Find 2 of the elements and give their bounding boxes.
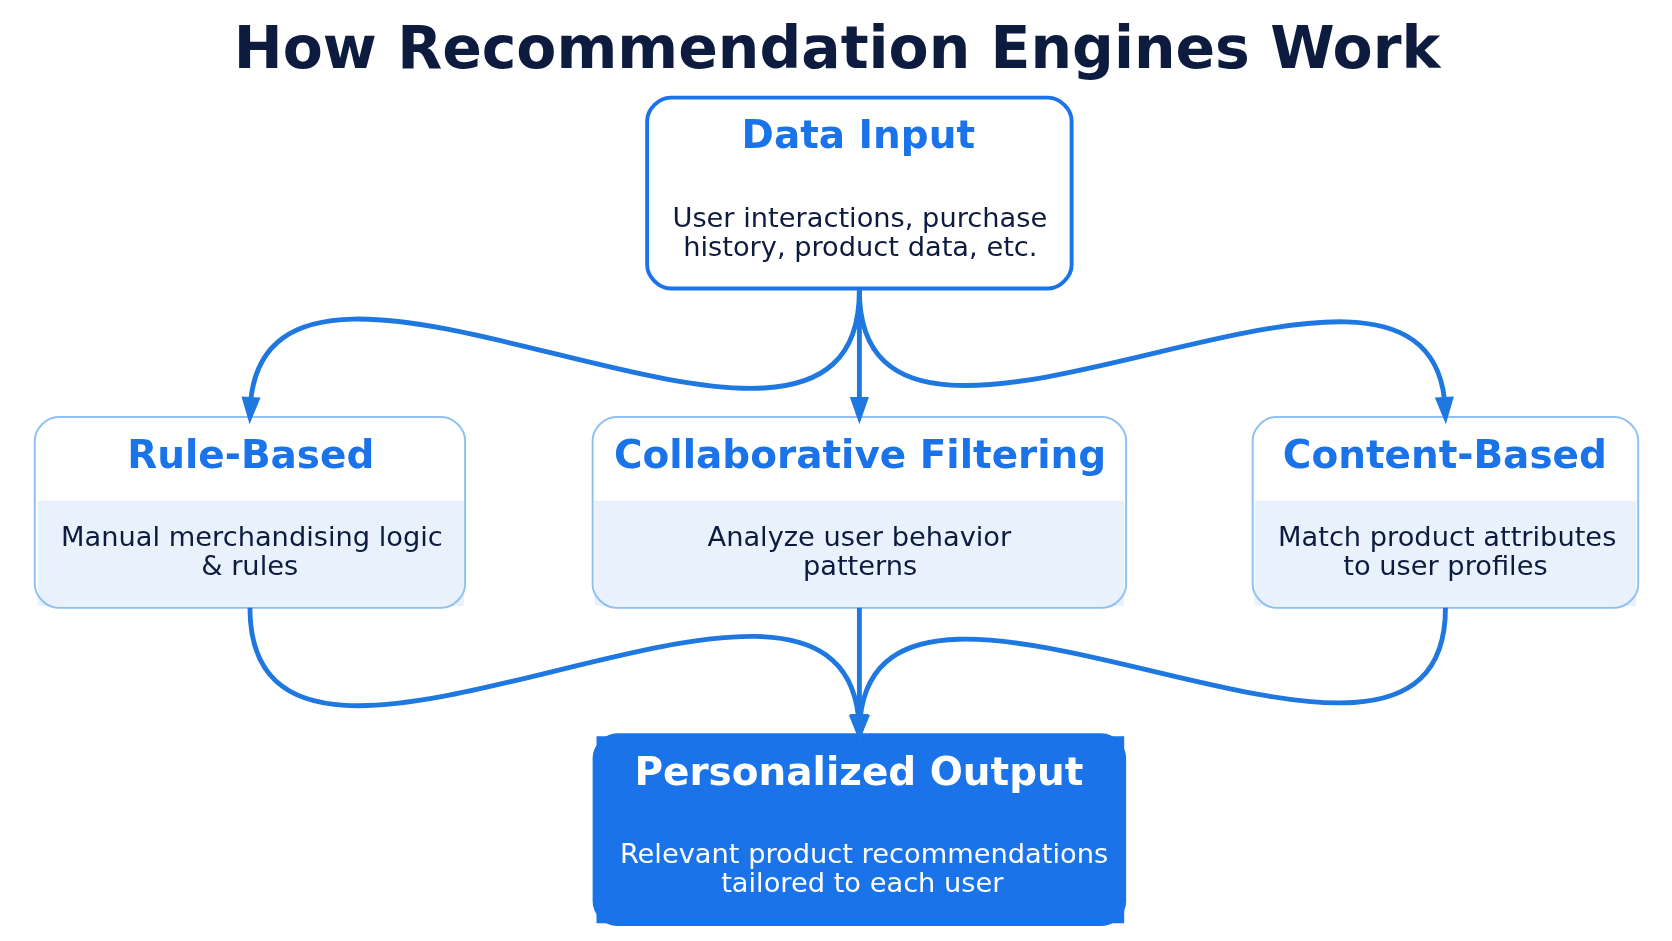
arrow (856, 289, 1454, 425)
diagram-title: How Recommendation Engines Work (233, 14, 1440, 83)
